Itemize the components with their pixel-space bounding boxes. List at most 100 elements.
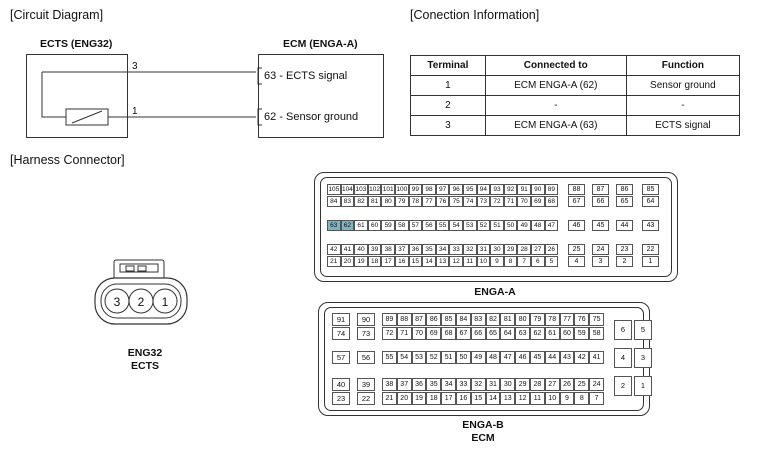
connector-pin: 103 bbox=[354, 184, 368, 195]
connector-pin: 19 bbox=[411, 392, 427, 405]
connector-pin: 46 bbox=[515, 351, 530, 364]
connector-pin: 73 bbox=[476, 196, 491, 207]
connector-pin: 4 bbox=[614, 348, 632, 368]
connector-pin: 58 bbox=[589, 327, 604, 340]
connector-pin: 80 bbox=[515, 313, 530, 326]
connector-pin: 50 bbox=[503, 220, 518, 231]
connector-pin: 10 bbox=[544, 392, 560, 405]
ects-title: ECTS (ENG32) bbox=[40, 38, 113, 50]
connector-pin: 82 bbox=[485, 313, 501, 326]
eng32-pin-3: 3 bbox=[113, 295, 121, 309]
connector-pin: 17 bbox=[381, 256, 395, 267]
table-header: Function bbox=[625, 55, 741, 76]
table-cell: ECM ENGA-A (63) bbox=[484, 115, 627, 136]
connector-pin: 100 bbox=[395, 184, 409, 195]
connector-pin: 50 bbox=[456, 351, 471, 364]
connector-pin: 16 bbox=[456, 392, 471, 405]
connector-pin: 79 bbox=[395, 196, 409, 207]
ects-pin-1-label: 1 bbox=[132, 106, 138, 117]
connector-pin: 83 bbox=[470, 313, 486, 326]
connector-pin: 71 bbox=[503, 196, 518, 207]
connector-pin: 75 bbox=[589, 313, 604, 326]
connector-pin: 13 bbox=[435, 256, 450, 267]
connector-pin: 57 bbox=[332, 351, 350, 364]
connector-pin: 88 bbox=[396, 313, 412, 326]
connector-pin: 5 bbox=[544, 256, 559, 267]
connector-pin: 11 bbox=[530, 392, 545, 405]
connector-pin: 75 bbox=[449, 196, 463, 207]
connector-pin: 15 bbox=[408, 256, 423, 267]
connector-pin: 78 bbox=[544, 313, 560, 326]
connector-pin: 87 bbox=[592, 184, 609, 195]
connector-pin: 38 bbox=[381, 244, 395, 255]
connector-pin: 91 bbox=[517, 184, 531, 195]
connector-pin: 76 bbox=[435, 196, 450, 207]
connector-pin: 27 bbox=[544, 378, 560, 391]
connector-pin: 39 bbox=[367, 244, 382, 255]
connector-pin: 56 bbox=[357, 351, 375, 364]
connector-pin: 72 bbox=[382, 327, 397, 340]
enga-b-label: ENGA-B bbox=[462, 419, 504, 431]
connector-pin: 85 bbox=[642, 184, 659, 195]
connector-pin: 24 bbox=[589, 378, 604, 391]
connector-pin: 69 bbox=[531, 196, 545, 207]
connector-pin: 37 bbox=[396, 378, 412, 391]
connector-pin: 40 bbox=[354, 244, 368, 255]
connector-pin: 47 bbox=[544, 220, 559, 231]
connector-pin: 20 bbox=[396, 392, 412, 405]
connector-pin: 72 bbox=[490, 196, 504, 207]
connector-pin: 104 bbox=[340, 184, 355, 195]
connector-pin: 37 bbox=[395, 244, 409, 255]
enga-a-label: ENGA-A bbox=[474, 286, 516, 298]
connector-pin: 68 bbox=[441, 327, 456, 340]
connector-pin: 2 bbox=[614, 376, 632, 396]
connector-pin: 9 bbox=[559, 392, 575, 405]
connector-pin: 23 bbox=[616, 244, 633, 255]
ecm-terminal-63-label: 63 - ECTS signal bbox=[264, 70, 348, 82]
connector-pin: 27 bbox=[531, 244, 545, 255]
connector-pin: 25 bbox=[574, 378, 590, 391]
connector-pin: 84 bbox=[327, 196, 341, 207]
connector-pin: 7 bbox=[517, 256, 531, 267]
connector-pin: 32 bbox=[463, 244, 477, 255]
ecm-label: ECM bbox=[471, 432, 495, 444]
connector-pin: 14 bbox=[485, 392, 501, 405]
eng32-label: ENG32 bbox=[127, 347, 163, 359]
connector-pin: 16 bbox=[395, 256, 409, 267]
connector-pin: 60 bbox=[559, 327, 575, 340]
connector-pin: 66 bbox=[470, 327, 486, 340]
connector-pin: 18 bbox=[367, 256, 382, 267]
connector-pin: 19 bbox=[354, 256, 368, 267]
connector-pin: 2 bbox=[616, 256, 633, 267]
connector-pin: 35 bbox=[422, 244, 436, 255]
connector-pin: 43 bbox=[559, 351, 575, 364]
connector-pin: 57 bbox=[408, 220, 423, 231]
connector-pin: 42 bbox=[327, 244, 341, 255]
connector-pin: 52 bbox=[476, 220, 491, 231]
connector-pin: 11 bbox=[463, 256, 477, 267]
connector-pin: 22 bbox=[357, 392, 375, 405]
connector-pin: 4 bbox=[568, 256, 585, 267]
connector-pin: 63 bbox=[515, 327, 530, 340]
connector-pin: 90 bbox=[357, 313, 375, 326]
connector-pin: 21 bbox=[382, 392, 397, 405]
table-row: 2 - - bbox=[410, 95, 741, 116]
connector-pin: 92 bbox=[503, 184, 518, 195]
connector-pin: 42 bbox=[574, 351, 590, 364]
connector-pin: 66 bbox=[592, 196, 609, 207]
connector-pin: 5 bbox=[634, 320, 652, 340]
connector-pin: 69 bbox=[426, 327, 442, 340]
connector-pin: 33 bbox=[456, 378, 471, 391]
connector-pin: 54 bbox=[449, 220, 463, 231]
circuit-wiring bbox=[41, 67, 262, 126]
connector-pin: 64 bbox=[500, 327, 516, 340]
connector-pin: 62 bbox=[530, 327, 545, 340]
connector-pin: 9 bbox=[490, 256, 504, 267]
connector-pin: 84 bbox=[456, 313, 471, 326]
connector-pin: 59 bbox=[574, 327, 590, 340]
connector-pin: 17 bbox=[441, 392, 456, 405]
connector-pin: 32 bbox=[470, 378, 486, 391]
connector-pin: 8 bbox=[574, 392, 590, 405]
eng32-pin-2: 2 bbox=[137, 295, 145, 309]
connector-pin: 29 bbox=[515, 378, 530, 391]
